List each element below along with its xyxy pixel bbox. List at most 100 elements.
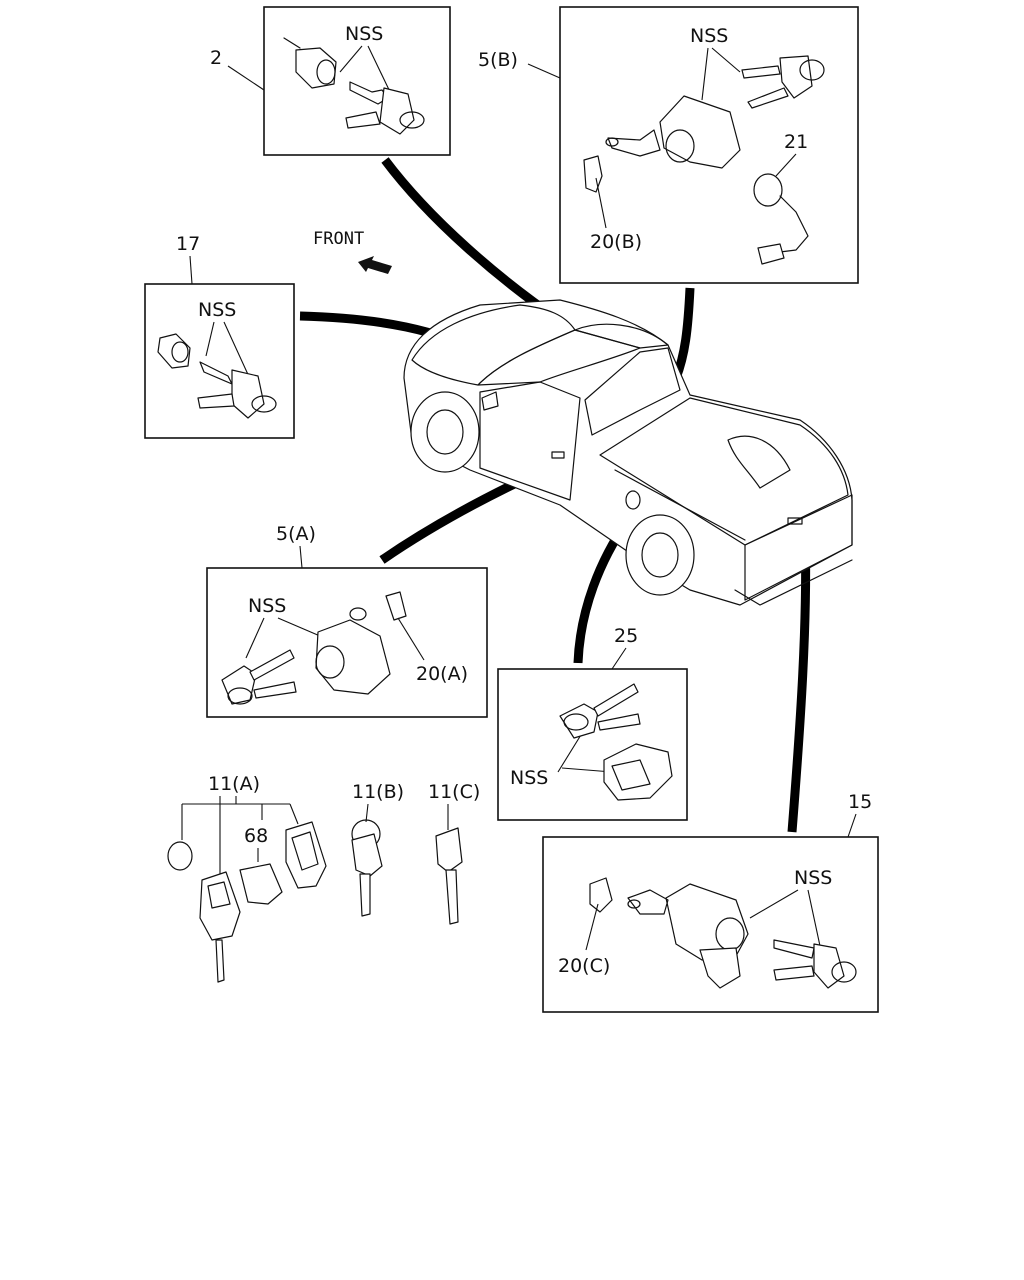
lock-cylinder-face [665, 129, 695, 163]
part-21-leader [775, 153, 797, 177]
part-11b-leader [365, 803, 369, 823]
part-17-box [144, 283, 295, 439]
callout-part-2: 2 NSS [210, 6, 451, 156]
key-head-icon-25 [559, 703, 599, 739]
ignition-cylinder-face [316, 59, 336, 85]
key-blade-icon-17 [199, 361, 233, 385]
front-label: FRONT [313, 229, 364, 249]
key-blade-2-icon-5a [253, 681, 297, 699]
front-arrow-icon [358, 256, 392, 274]
truck-rear-bumper [734, 559, 853, 606]
key-ring-icon-5a [227, 687, 253, 705]
part-5b-box [559, 6, 859, 284]
part-68-label: 68 [244, 825, 268, 847]
part-2-box [263, 6, 451, 156]
truck-rear-window [584, 347, 681, 436]
key-blade-2-icon [345, 111, 381, 129]
part-17-leader [189, 255, 193, 285]
key-blade-2-icon-17 [197, 393, 235, 409]
ignition-wire [283, 37, 301, 49]
part-2-nss-leader [339, 45, 393, 97]
remote-key-blade-icon [215, 939, 225, 983]
connector-5b [671, 287, 695, 380]
door-lock-body-icon [659, 95, 741, 169]
part-20a-leader [397, 617, 425, 661]
callout-part-15: 15 NSS 20(C) [542, 791, 879, 1013]
part-20b-label: 20(B) [590, 231, 642, 253]
part-2-label: 2 [210, 47, 222, 69]
key-blade-icon-5a [249, 649, 295, 681]
key-ring-icon-15 [831, 961, 857, 983]
part-5a-label: 5(A) [276, 523, 316, 545]
fuel-door [625, 490, 641, 510]
truck-cab-roof [574, 323, 669, 349]
clip-20b-icon [583, 155, 603, 193]
part-21-label: 21 [784, 131, 808, 153]
part-5b-label: 5(B) [478, 49, 518, 71]
key-ring-icon-17 [251, 395, 277, 413]
tailgate-handle [787, 517, 803, 525]
door-handle [551, 451, 565, 459]
key-blade-2-icon-15 [773, 965, 815, 981]
part-25-leader [611, 647, 627, 670]
key-blade-icon-5b [741, 65, 781, 79]
glovebox-cylinder-face [171, 341, 189, 363]
part-20c-leader [585, 903, 599, 951]
part-5a-leader [299, 545, 303, 569]
lock-lever-icon [607, 129, 661, 157]
keys-group: 11(A) 68 11(B) 11(C) [167, 773, 480, 983]
tailgate-lock-lever-icon [627, 889, 669, 915]
key-11c-blade-icon [445, 869, 459, 925]
tailgate-lock-bracket-icon [699, 947, 741, 989]
tailgate-lever-hole [627, 899, 641, 909]
key-ring-icon-5b [799, 59, 825, 81]
truck-bed-wheelwell [727, 435, 791, 489]
callout-part-5b: 5(B) NSS 20(B) 21 [478, 6, 859, 284]
rubber-pad-68-icon [239, 863, 283, 905]
part-5b-nss-leader [701, 47, 741, 101]
part-25-label: 25 [614, 625, 638, 647]
connector-2 [381, 157, 565, 326]
part-25-box [497, 668, 688, 821]
part-2-leader [227, 65, 265, 91]
ignition-cylinder-icon [295, 47, 337, 89]
key-ring-icon [399, 111, 425, 129]
part-5b-nss-label: NSS [690, 25, 728, 47]
part-15-label: 15 [848, 791, 872, 813]
key-head-icon-5b [779, 55, 813, 99]
front-wheel-hub [426, 409, 464, 455]
key-blade-2-icon-5b [747, 87, 789, 109]
door-lock-body-icon-5a [315, 619, 391, 695]
key-blade-2-icon-25 [597, 713, 641, 731]
part-17-nss-label: NSS [198, 299, 236, 321]
part-5a-nss-label: NSS [248, 595, 286, 617]
part-20a-label: 20(A) [416, 663, 468, 685]
callout-part-25: 25 NSS [497, 625, 688, 821]
lock-cylinder-face-5a [315, 645, 345, 679]
clip-20a-icon [385, 591, 407, 621]
callout-part-5a: 5(A) NSS 20(A) [206, 523, 488, 718]
pickup-truck-illustration [403, 299, 853, 606]
switch-21-icon [753, 173, 783, 207]
truck-tailgate [744, 494, 853, 601]
part-15-box [542, 836, 879, 1013]
part-20b-leader [595, 177, 607, 229]
key-ring-11a-icon [167, 841, 193, 871]
remote-key-button [207, 881, 231, 909]
fuel-lid-lock-face [611, 759, 651, 791]
truck-bed-edge [614, 469, 746, 541]
part-5b-leader [527, 63, 561, 79]
switch-21-wire [779, 195, 809, 253]
part-11a-label: 11(A) [208, 773, 260, 795]
part-11a-leader [181, 796, 299, 876]
part-25-nss-label: NSS [510, 767, 548, 789]
key-11b-head-icon [351, 833, 383, 877]
part-5a-box [206, 567, 488, 718]
part-17-label: 17 [176, 233, 200, 255]
key-cover-icon [285, 821, 327, 889]
part-15-nss-leader [749, 889, 821, 947]
part-5a-nss-leader [245, 617, 321, 659]
key-blade-icon-15 [773, 939, 815, 959]
key-cover-inner [291, 831, 319, 871]
